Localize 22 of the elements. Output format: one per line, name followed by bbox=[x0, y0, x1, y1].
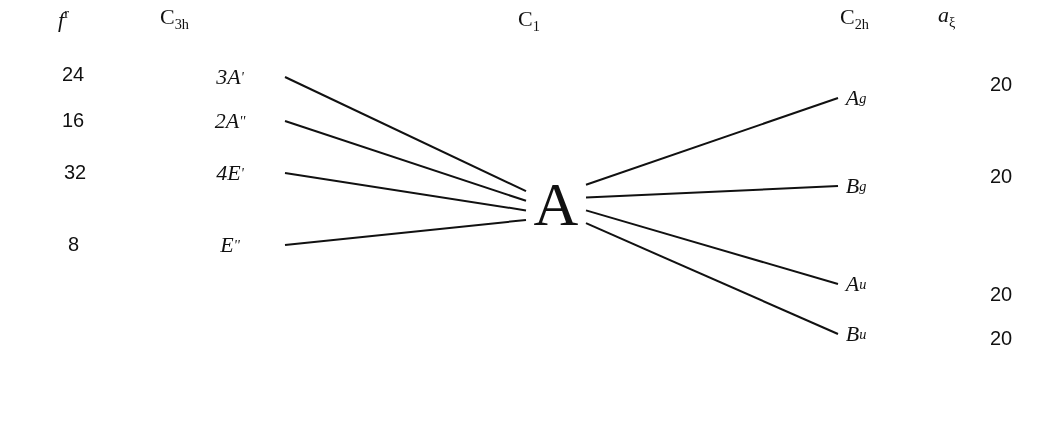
column-heading: a$_{ξ}$ bbox=[938, 4, 956, 30]
mode-count: 20 bbox=[990, 166, 1013, 186]
column-heading: f$^{r}$ bbox=[58, 6, 69, 31]
mode-count: 32 bbox=[64, 162, 87, 182]
mode-count: 24 bbox=[62, 64, 85, 84]
symmetry-species: A bbox=[526, 172, 586, 236]
correlation-line bbox=[585, 97, 839, 186]
correlation-line bbox=[284, 76, 527, 193]
correlation-line bbox=[585, 185, 839, 199]
correlation-line bbox=[284, 219, 527, 246]
mode-count: 8 bbox=[68, 234, 80, 254]
mode-count: 20 bbox=[990, 328, 1013, 348]
correlation-line bbox=[284, 120, 527, 202]
column-heading: C$_{2h}$ bbox=[840, 6, 869, 32]
correlation-line bbox=[585, 222, 839, 335]
mode-count: 20 bbox=[990, 74, 1013, 94]
mode-count: 20 bbox=[990, 284, 1013, 304]
mode-count: 16 bbox=[62, 110, 85, 130]
correlation-line bbox=[284, 172, 527, 212]
correlation-line bbox=[585, 209, 839, 285]
column-heading: C$_{3h}$ bbox=[160, 6, 189, 32]
column-heading: C$_{1}$ bbox=[518, 8, 540, 34]
